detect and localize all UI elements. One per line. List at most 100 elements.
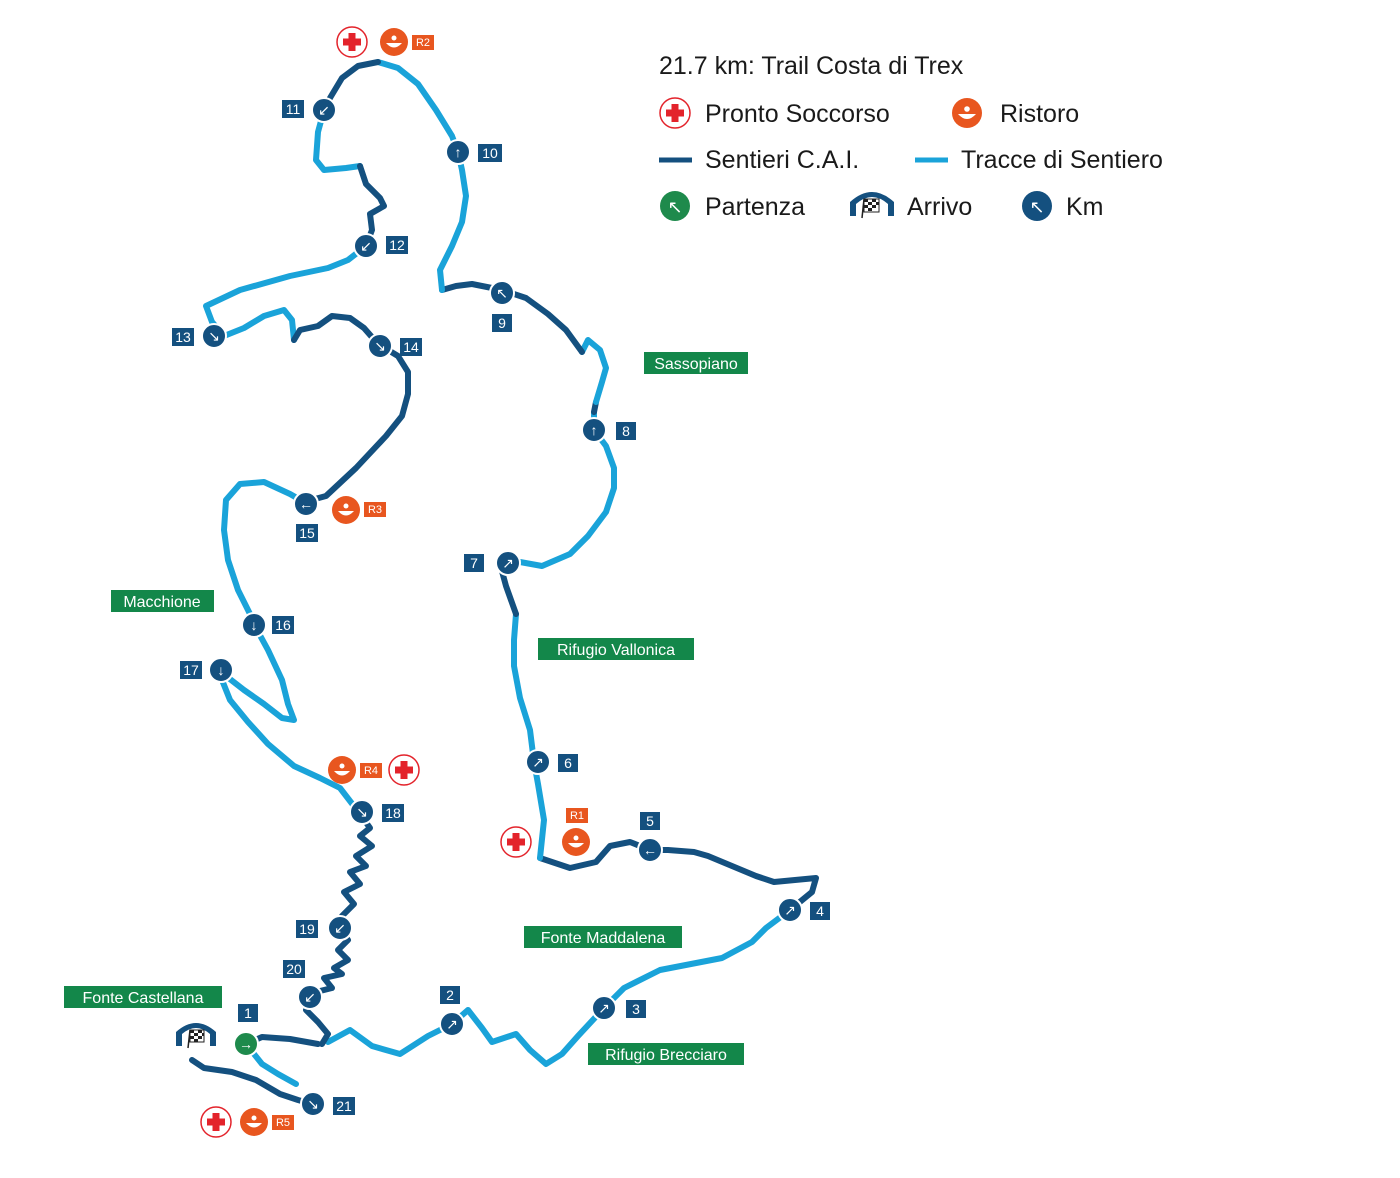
svg-text:Ristoro: Ristoro bbox=[1000, 100, 1079, 128]
legend-cai-trails: Sentieri C.A.I. bbox=[659, 146, 859, 174]
svg-text:↙: ↙ bbox=[334, 920, 346, 936]
svg-text:↓: ↓ bbox=[251, 617, 258, 633]
svg-text:←: ← bbox=[299, 496, 313, 512]
svg-text:Rifugio Vallonica: Rifugio Vallonica bbox=[557, 642, 675, 659]
first-aid-icon bbox=[500, 826, 532, 858]
svg-text:↘: ↘ bbox=[356, 804, 368, 820]
svg-text:↗: ↗ bbox=[502, 555, 514, 571]
svg-text:Fonte Maddalena: Fonte Maddalena bbox=[541, 930, 666, 947]
svg-text:1: 1 bbox=[244, 1005, 252, 1021]
legend-start: ↖ Partenza bbox=[660, 191, 805, 221]
place-label-fonte-maddalena: Fonte Maddalena bbox=[524, 926, 682, 948]
svg-text:↘: ↘ bbox=[208, 328, 220, 344]
svg-text:13: 13 bbox=[175, 329, 191, 345]
first-aid-icon bbox=[659, 97, 691, 129]
start-icon: ↖ bbox=[660, 191, 690, 221]
svg-text:14: 14 bbox=[403, 339, 419, 355]
place-labels: Sassopiano Rifugio Vallonica Macchione F… bbox=[64, 352, 748, 1065]
svg-text:R4: R4 bbox=[364, 765, 378, 777]
place-label-macchione: Macchione bbox=[111, 590, 214, 612]
km-marker-4: ↗ 4 bbox=[777, 897, 830, 923]
legend: 21.7 km: Trail Costa di Trex Pronto Socc… bbox=[659, 52, 1163, 221]
svg-text:R3: R3 bbox=[368, 504, 382, 516]
route-cai-21 bbox=[189, 1057, 315, 1107]
legend-first-aid: Pronto Soccorso bbox=[659, 97, 890, 129]
svg-text:18: 18 bbox=[385, 805, 401, 821]
refreshment-icon-r5: R5 bbox=[240, 1108, 294, 1136]
legend-title: 21.7 km: Trail Costa di Trex bbox=[659, 52, 964, 80]
svg-text:↙: ↙ bbox=[304, 989, 316, 1005]
km-marker-11: ↙ 11 bbox=[282, 97, 337, 123]
svg-text:7: 7 bbox=[470, 555, 478, 571]
svg-text:Partenza: Partenza bbox=[705, 193, 805, 221]
first-aid-icon bbox=[200, 1106, 232, 1138]
svg-text:↗: ↗ bbox=[598, 1000, 610, 1016]
start-marker: → bbox=[233, 1031, 259, 1057]
svg-text:↗: ↗ bbox=[446, 1016, 458, 1032]
route-track-7-8 bbox=[497, 409, 617, 569]
svg-text:↘: ↘ bbox=[374, 338, 386, 354]
svg-text:4: 4 bbox=[816, 903, 824, 919]
svg-text:↑: ↑ bbox=[591, 422, 598, 438]
legend-refreshment: Ristoro bbox=[952, 98, 1079, 128]
finish-icon bbox=[850, 192, 894, 219]
route-track-12-13 bbox=[203, 243, 369, 343]
svg-text:16: 16 bbox=[275, 617, 291, 633]
route-track-11 bbox=[313, 107, 363, 173]
km-marker-1: 1 bbox=[238, 1004, 258, 1022]
km-marker-2: ↗ 2 bbox=[439, 986, 465, 1037]
km-marker-6: ↗ 6 bbox=[525, 749, 578, 775]
trail-route bbox=[189, 59, 819, 1107]
svg-text:R1: R1 bbox=[570, 810, 584, 822]
route-track-9-10 bbox=[375, 59, 469, 293]
km-marker-18: ↘ 18 bbox=[349, 799, 404, 825]
svg-text:6: 6 bbox=[564, 755, 572, 771]
first-aid-markers bbox=[200, 26, 532, 1138]
svg-text:→: → bbox=[239, 1036, 253, 1052]
route-track-5-7 bbox=[511, 611, 547, 861]
route-track-8-9 bbox=[579, 337, 609, 405]
svg-text:Sentieri C.A.I.: Sentieri C.A.I. bbox=[705, 146, 859, 174]
svg-text:Arrivo: Arrivo bbox=[907, 193, 972, 221]
km-icon: ↖ bbox=[1022, 191, 1052, 221]
svg-text:R5: R5 bbox=[276, 1117, 290, 1129]
svg-text:17: 17 bbox=[183, 662, 199, 678]
place-label-rifugio-brecciaro: Rifugio Brecciaro bbox=[588, 1043, 744, 1065]
legend-trail-tracks: Tracce di Sentiero bbox=[915, 146, 1163, 174]
svg-text:Pronto Soccorso: Pronto Soccorso bbox=[705, 100, 890, 128]
km-marker-14: ↘ 14 bbox=[367, 333, 422, 359]
legend-finish: Arrivo bbox=[850, 192, 972, 221]
svg-text:15: 15 bbox=[299, 525, 315, 541]
km-marker-17: ↓ 17 bbox=[180, 657, 234, 683]
svg-text:R2: R2 bbox=[416, 37, 430, 49]
svg-text:↖: ↖ bbox=[667, 197, 682, 217]
first-aid-icon bbox=[388, 754, 420, 786]
svg-text:Rifugio Brecciaro: Rifugio Brecciaro bbox=[605, 1047, 727, 1064]
refreshment-icon-r3: R3 bbox=[332, 496, 386, 524]
svg-text:2: 2 bbox=[446, 987, 454, 1003]
km-marker-7: ↗ 7 bbox=[464, 550, 521, 576]
svg-text:20: 20 bbox=[286, 961, 302, 977]
place-label-rifugio-vallonica: Rifugio Vallonica bbox=[538, 638, 694, 660]
svg-text:Macchione: Macchione bbox=[123, 594, 200, 611]
km-marker-20: ↙ 20 bbox=[283, 960, 323, 1010]
km-marker-8: ↑ 8 bbox=[581, 417, 636, 443]
svg-text:10: 10 bbox=[482, 145, 498, 161]
km-marker-13: ↘ 13 bbox=[172, 323, 227, 349]
route-cai-13-14 bbox=[291, 313, 411, 505]
refreshment-icon bbox=[952, 98, 982, 128]
svg-text:21: 21 bbox=[336, 1098, 352, 1114]
km-marker-5: ← 5 bbox=[637, 812, 663, 863]
km-marker-21: ↘ 21 bbox=[300, 1091, 355, 1117]
km-marker-15: ← 15 bbox=[293, 491, 319, 542]
km-markers: 1 ↗ 2 ↗ 3 ↗ 4 ← 5 ↗ bbox=[172, 97, 830, 1117]
svg-text:Km: Km bbox=[1066, 193, 1104, 221]
svg-text:←: ← bbox=[643, 842, 657, 858]
place-label-fonte-castellana: Fonte Castellana bbox=[64, 986, 222, 1008]
svg-text:9: 9 bbox=[498, 315, 506, 331]
refreshment-icon-r2: R2 bbox=[380, 28, 434, 56]
svg-text:↖: ↖ bbox=[496, 285, 508, 301]
svg-text:↗: ↗ bbox=[784, 902, 796, 918]
svg-text:Fonte Castellana: Fonte Castellana bbox=[83, 990, 204, 1007]
